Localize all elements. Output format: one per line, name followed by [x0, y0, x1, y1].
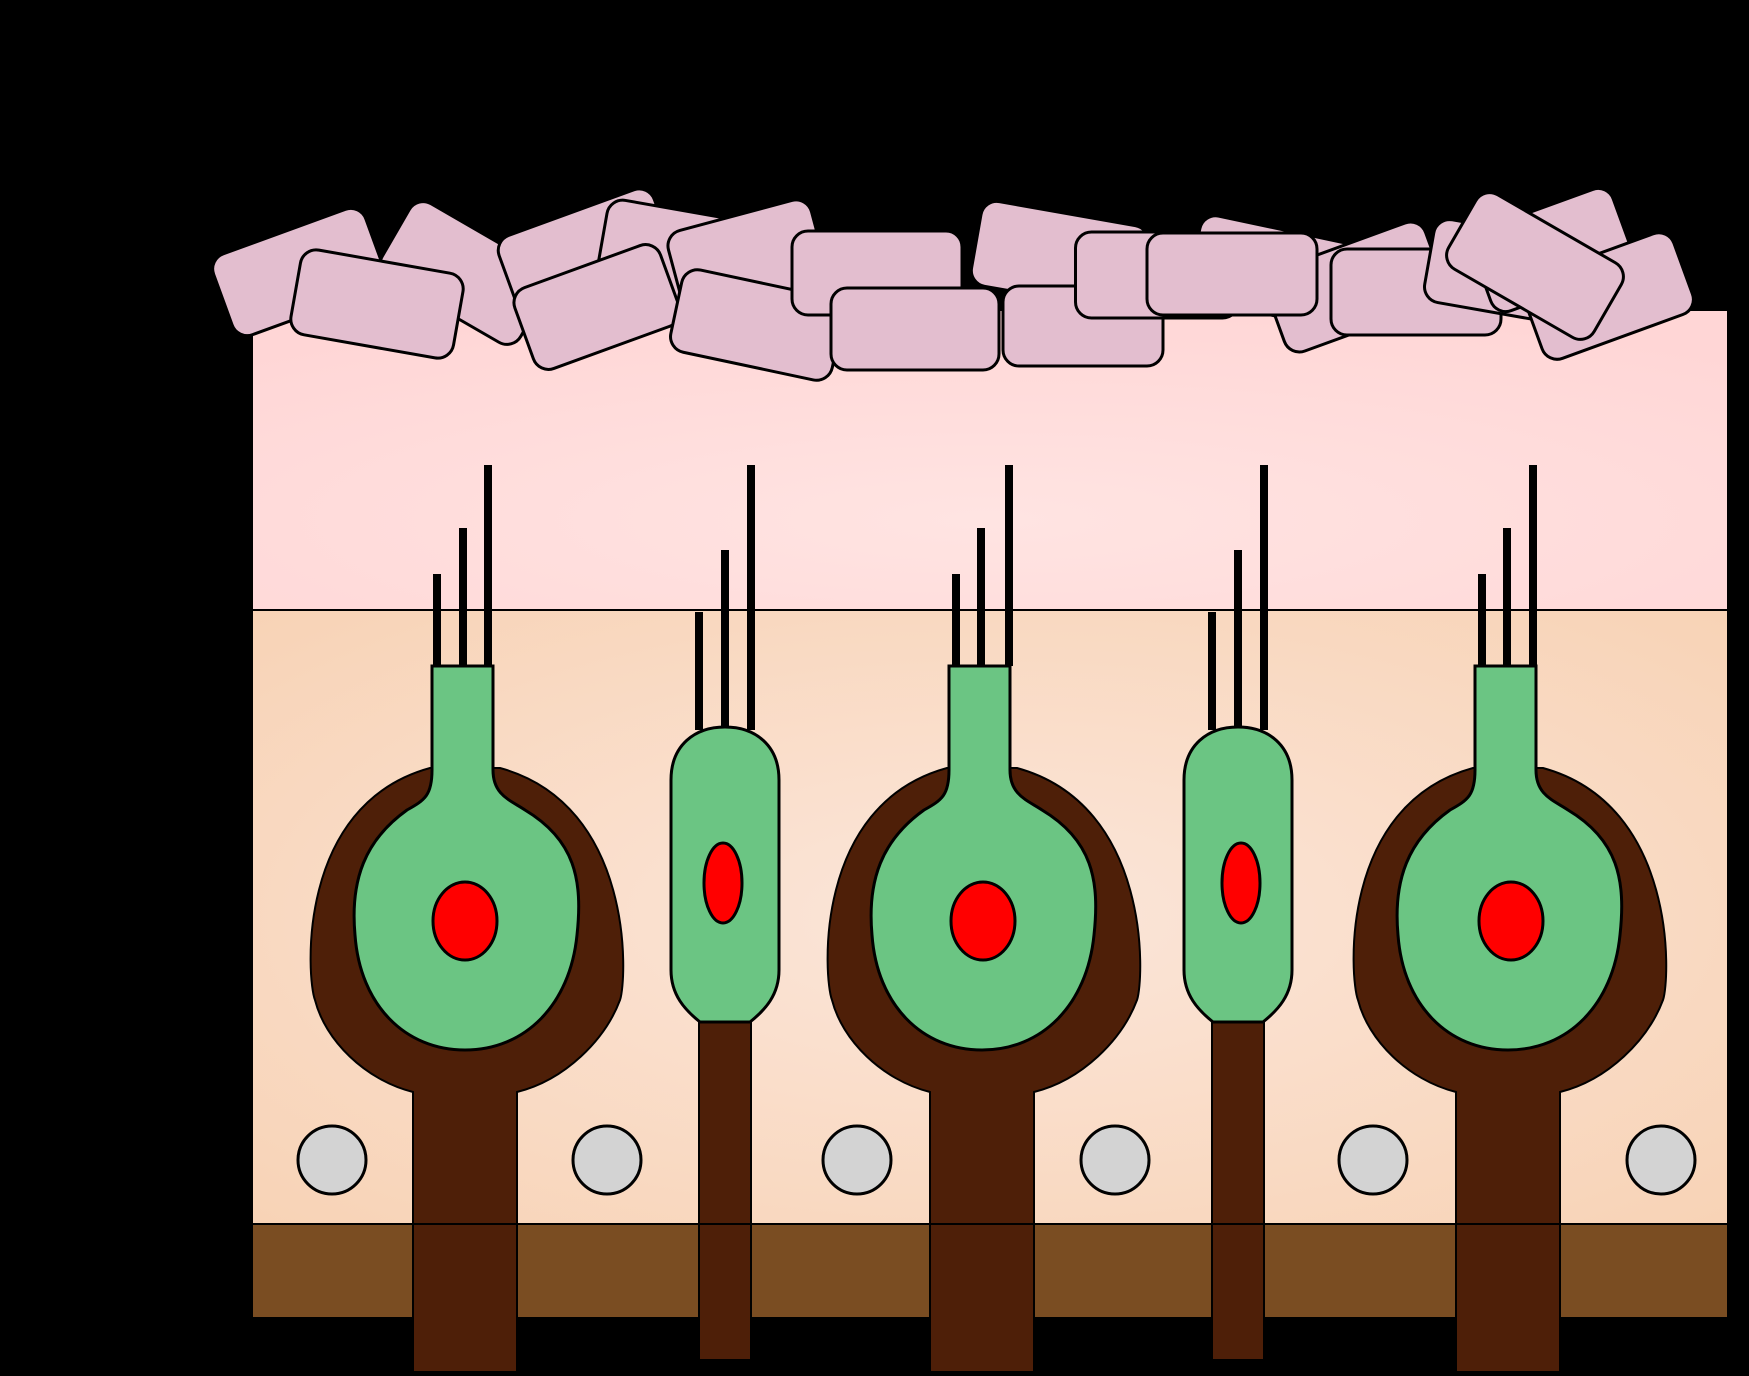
supporting-cell-nucleus: [571, 1124, 643, 1196]
nucleus: [1220, 841, 1262, 925]
otoconium: [1445, 191, 1625, 341]
supporting-cell-nucleus: [1337, 1124, 1409, 1196]
nucleus: [431, 880, 499, 962]
otoconium: [1145, 231, 1319, 317]
hair-cell-body: [869, 664, 1098, 1052]
otoconium: [512, 243, 682, 371]
type-i-hair-cell: [1352, 465, 1668, 1373]
type-i-hair-cell: [309, 465, 625, 1373]
type-ii-hair-cell: [1182, 465, 1294, 1361]
type-i-hair-cell: [826, 465, 1142, 1373]
otoconia-layer: [211, 186, 1695, 382]
nucleus: [949, 880, 1017, 962]
supporting-cell-nucleus: [1079, 1124, 1151, 1196]
nucleus: [702, 841, 744, 925]
supporting-cell-nucleus: [296, 1124, 368, 1196]
supporting-cell-nucleus: [1625, 1124, 1697, 1196]
supporting-cells: [296, 1124, 1697, 1196]
supporting-cell-nucleus: [821, 1124, 893, 1196]
type-ii-hair-cell: [669, 465, 781, 1361]
nerve-terminal: [698, 999, 752, 1361]
nerve-terminal: [1211, 999, 1265, 1361]
otoconium: [289, 248, 465, 360]
nucleus: [1477, 880, 1545, 962]
hair-cell-body: [352, 664, 581, 1052]
hair-cell-body: [1395, 664, 1624, 1052]
otoconium: [829, 286, 1001, 372]
